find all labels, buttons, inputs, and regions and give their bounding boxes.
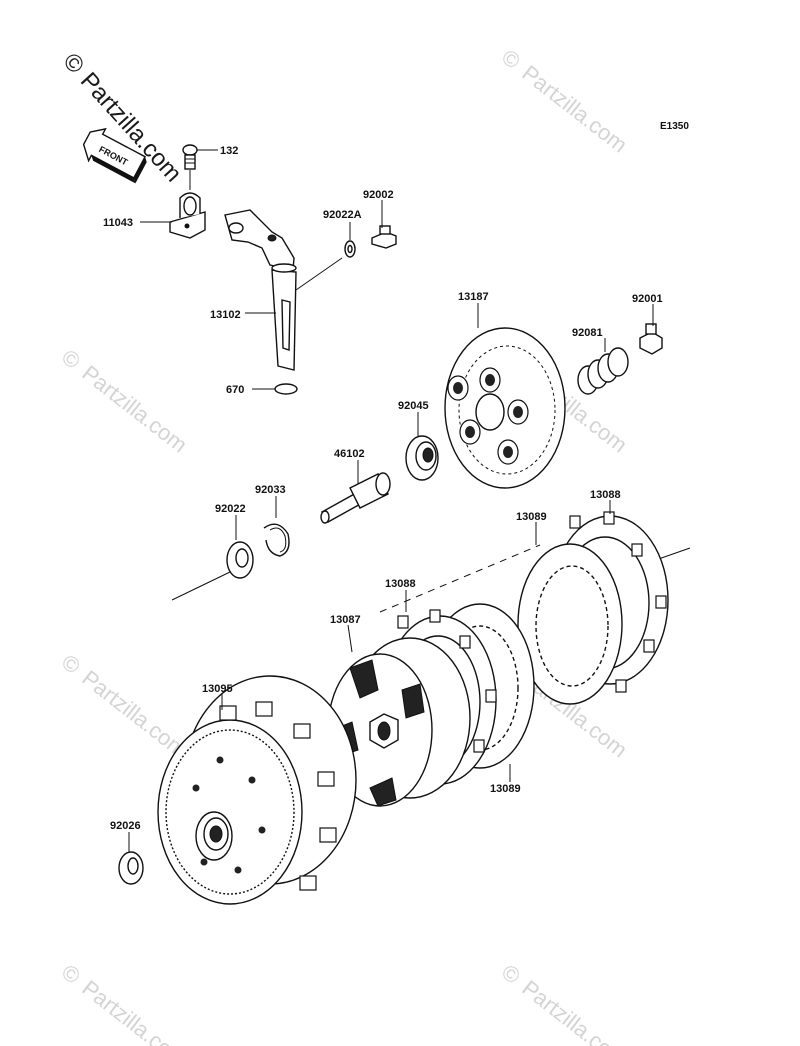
- steel-plate-13089-rear[interactable]: [517, 543, 623, 705]
- o-ring-670[interactable]: [274, 383, 298, 395]
- watermark-symbol: ©: [57, 649, 85, 679]
- watermark-symbol: ©: [497, 44, 525, 74]
- spring-92081[interactable]: [577, 347, 629, 395]
- washer-92022A[interactable]: [344, 240, 356, 258]
- bolt-92002[interactable]: [371, 225, 397, 249]
- label-13187: 13187: [458, 291, 489, 303]
- label-92026: 92026: [110, 820, 141, 832]
- watermark-symbol: ©: [57, 959, 85, 989]
- label-670: 670: [226, 384, 244, 396]
- watermark-main-symbol: ©: [58, 48, 90, 79]
- label-13102: 13102: [210, 309, 241, 321]
- watermark-layer: © Partzilla.com © Partzilla.com © Partzi…: [57, 44, 632, 1046]
- push-rod-46102[interactable]: [320, 472, 391, 524]
- release-shaft-13102[interactable]: [224, 209, 297, 371]
- bolt-132[interactable]: [182, 144, 198, 170]
- watermark-text: Partzilla.com: [517, 975, 632, 1046]
- label-92045: 92045: [398, 400, 429, 412]
- bolt-92001[interactable]: [639, 323, 663, 355]
- label-13095: 13095: [202, 683, 233, 695]
- label-13088-top: 13088: [590, 489, 621, 501]
- label-13089-top: 13089: [516, 511, 547, 523]
- label-132: 132: [220, 145, 238, 157]
- front-arrow-icon: FRONT: [82, 127, 147, 184]
- label-92001: 92001: [632, 293, 663, 305]
- watermark-symbol: ©: [497, 959, 525, 989]
- label-92033: 92033: [255, 484, 286, 496]
- washer-92026[interactable]: [118, 851, 144, 885]
- watermark-text: Partzilla.com: [77, 665, 192, 762]
- circlip-92033[interactable]: [263, 523, 290, 557]
- bearing-92045[interactable]: [405, 435, 439, 481]
- clutch-housing-13095[interactable]: [157, 675, 357, 905]
- label-13087: 13087: [330, 614, 361, 626]
- pressure-plate-13187[interactable]: [444, 327, 566, 489]
- watermark-text: Partzilla.com: [517, 60, 632, 157]
- label-11043: 11043: [103, 217, 133, 229]
- washer-92022[interactable]: [226, 541, 254, 579]
- label-46102: 46102: [334, 448, 365, 460]
- lever-clamp-11043[interactable]: [169, 192, 206, 239]
- label-13088-middle: 13088: [385, 578, 416, 590]
- label-92081: 92081: [572, 327, 603, 339]
- label-92002: 92002: [363, 189, 394, 201]
- watermark-text: Partzilla.com: [77, 360, 192, 457]
- diagram-code: E1350: [660, 121, 689, 132]
- label-92022A: 92022A: [323, 209, 362, 221]
- label-92022: 92022: [215, 503, 246, 515]
- label-13089-bottom: 13089: [490, 783, 521, 795]
- watermark-text: Partzilla.com: [77, 975, 192, 1046]
- watermark-symbol: ©: [57, 344, 85, 374]
